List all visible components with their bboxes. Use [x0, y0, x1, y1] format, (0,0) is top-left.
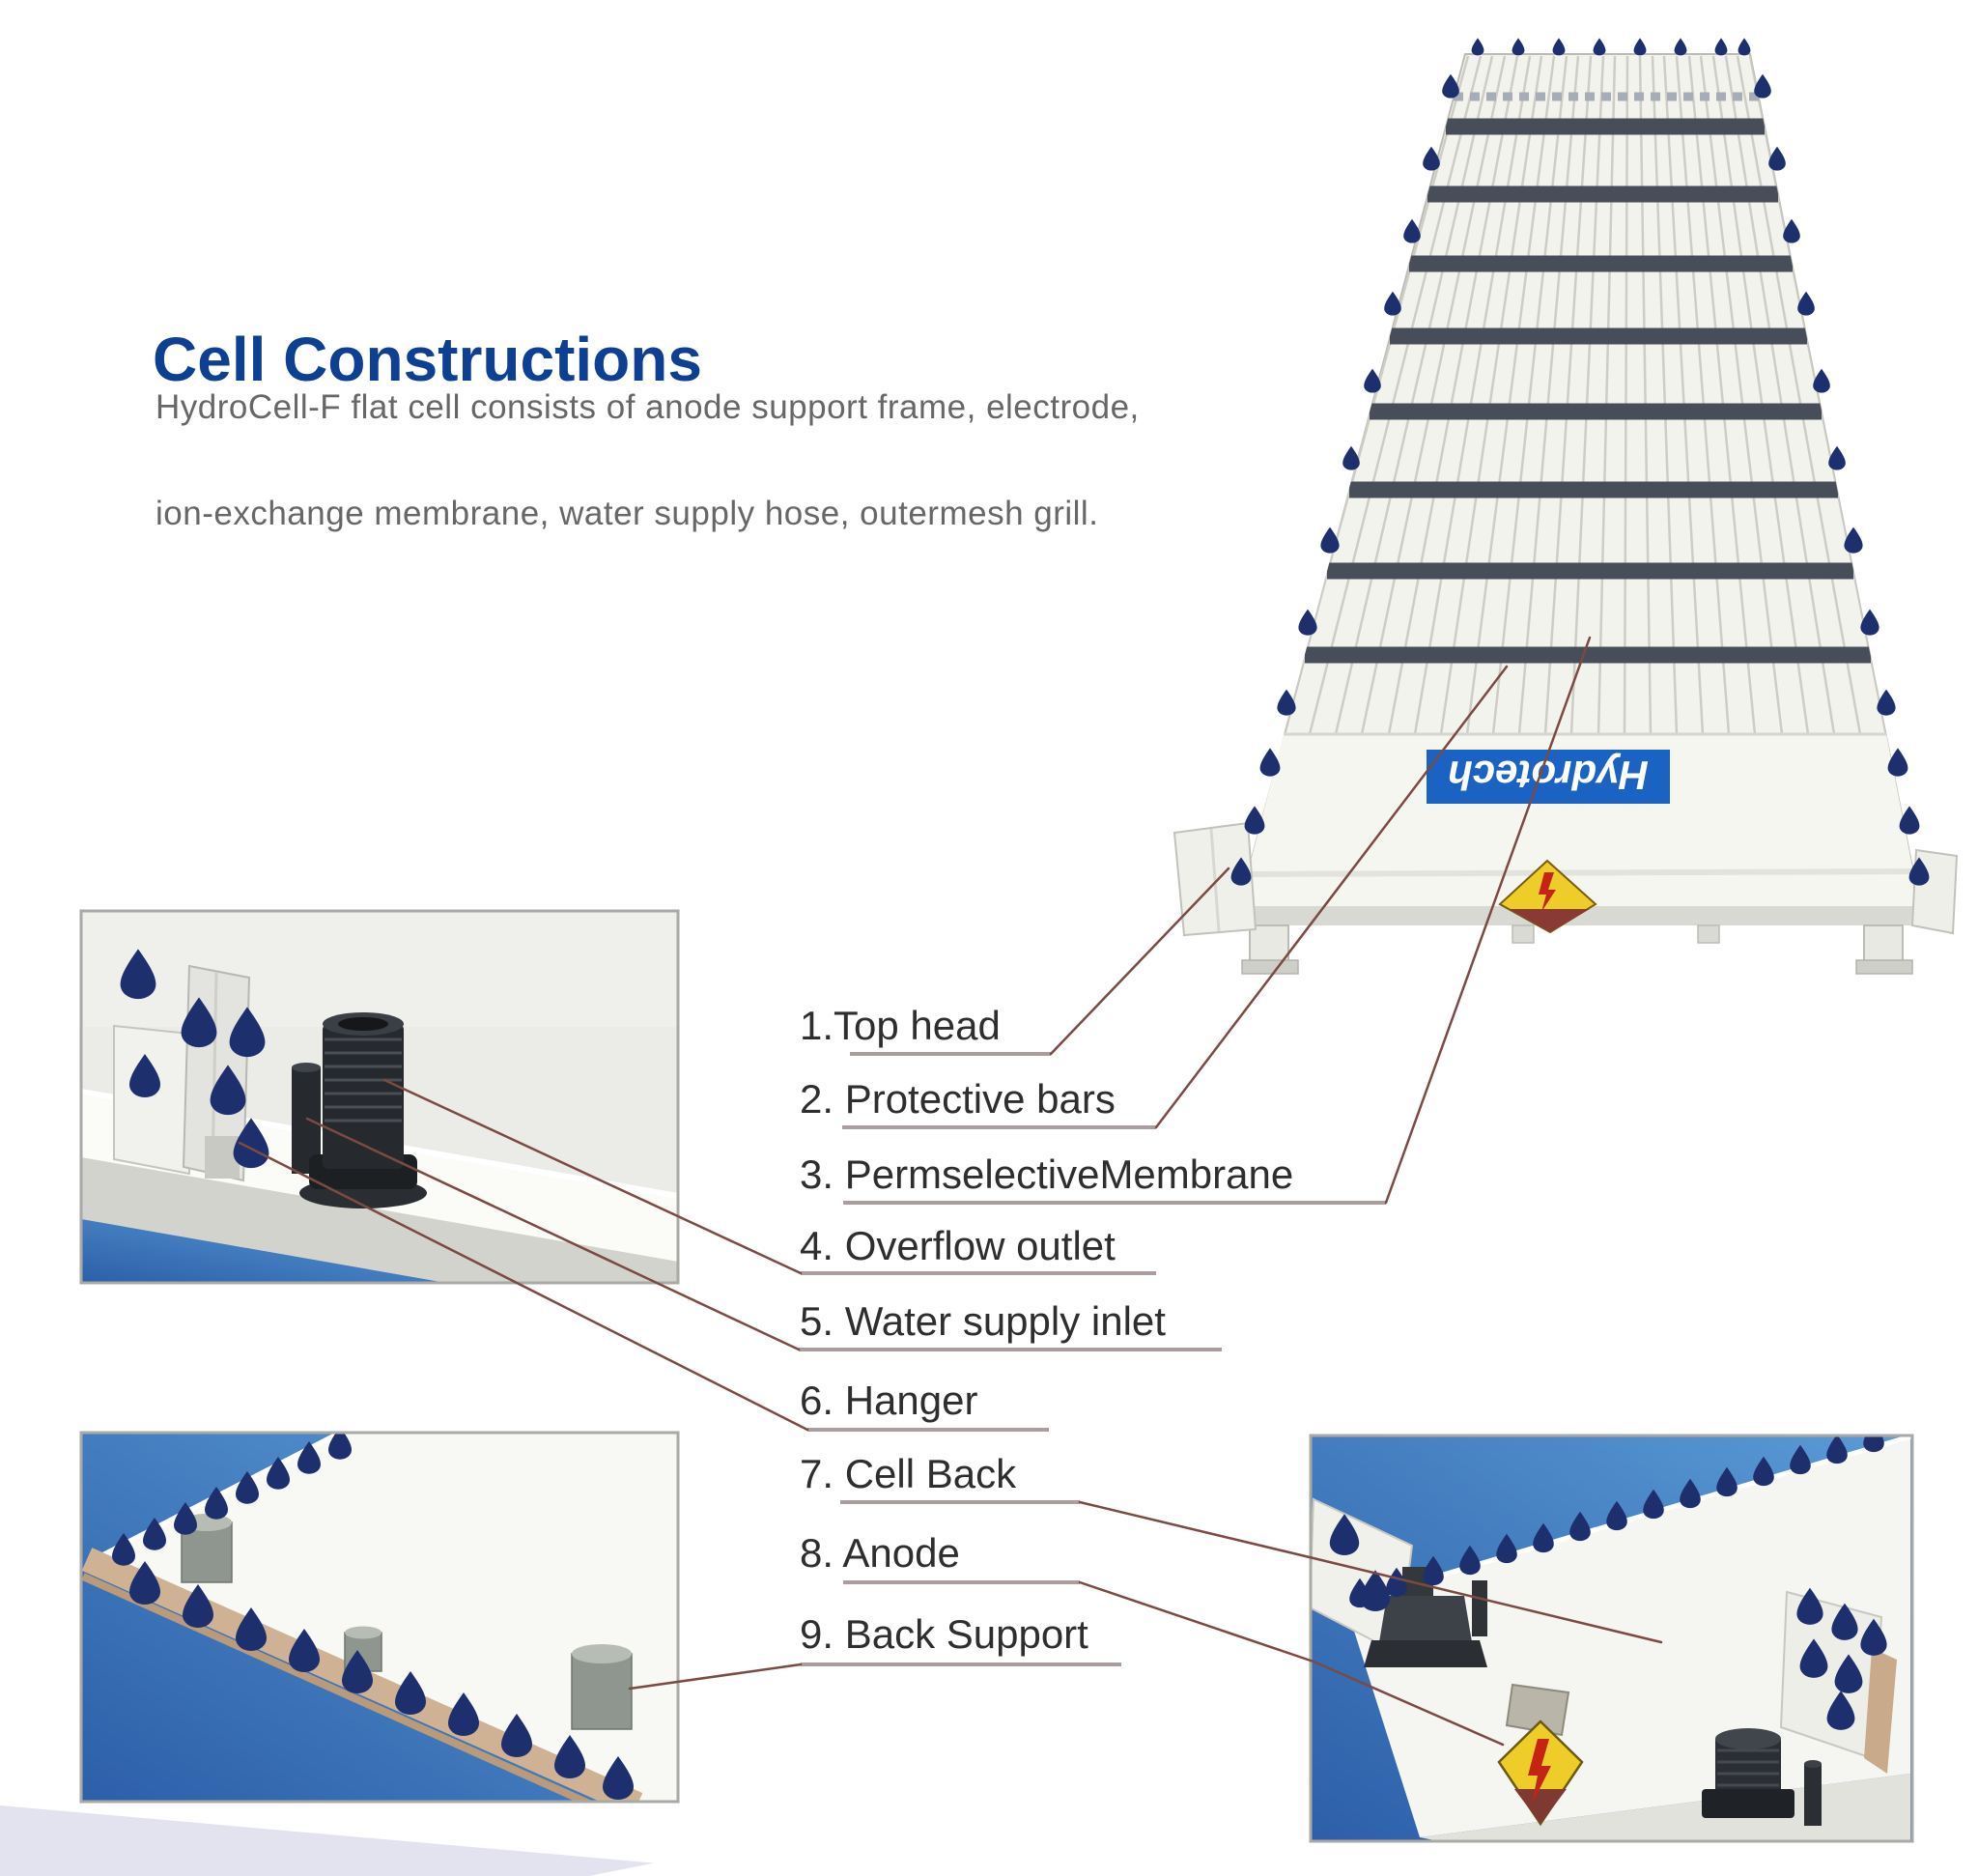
hydrocell-flat-cell-product-photo: Hydrotech [1173, 38, 1959, 975]
high-voltage-warning-icon [1498, 859, 1597, 934]
part-label-top-head: 1.Top head [800, 1003, 1001, 1048]
back-support-corner-closeup-photo [81, 1433, 678, 1802]
description-line-2: ion-exchange membrane, water supply hose… [155, 495, 1099, 532]
leader-top-head [1049, 867, 1230, 1056]
water-supply-inlet-part [299, 1012, 427, 1208]
part-label-protective-bars: 2. Protective bars [800, 1076, 1116, 1122]
photo-frames [79, 909, 1914, 1843]
leader-overflow-outlet [382, 1078, 803, 1275]
part-label-water-supply-inlet: 5. Water supply inlet [800, 1298, 1166, 1344]
part-label-permselective-membrane: 3. PermselectiveMembrane [800, 1151, 1294, 1197]
top-head-bracket [1173, 821, 1257, 937]
high-voltage-warning-icon [1497, 1683, 1584, 1827]
leader-anode [1078, 1580, 1505, 1747]
back-support-cylinders [181, 1514, 633, 1730]
anode-corner-closeup-photo [1311, 1435, 1912, 1841]
water-inlet-corner-closeup-photo [81, 911, 678, 1283]
part-label-overflow-outlet: 4. Overflow outlet [800, 1223, 1116, 1268]
hydrotech-logo: Hydrotech [1427, 750, 1670, 804]
leader-lines [238, 636, 1663, 1747]
leader-back-support [628, 1663, 803, 1691]
part-label-cell-back: 7. Cell Back [800, 1451, 1017, 1496]
description-line-1: HydroCell-F flat cell consists of anode … [155, 388, 1140, 426]
product-feet [1241, 924, 1913, 975]
part-label-anode: 8. Anode [800, 1530, 960, 1576]
leader-cell-back [1078, 1500, 1663, 1644]
part-label-back-support: 9. Back Support [800, 1611, 1088, 1657]
leader-protective-bars [1154, 665, 1509, 1129]
part-label-hanger: 6. Hanger [800, 1378, 978, 1423]
leader-permselective-membrane [1384, 636, 1592, 1205]
threaded-fitting [1702, 1728, 1822, 1826]
corner-decoration [0, 1805, 854, 1876]
label-underlines [799, 1052, 1386, 1666]
leader-hanger [238, 1141, 809, 1432]
leader-water-supply-inlet [305, 1117, 801, 1351]
page-title: Cell Constructions [153, 324, 702, 394]
logo-text: Hydrotech [1448, 753, 1649, 798]
